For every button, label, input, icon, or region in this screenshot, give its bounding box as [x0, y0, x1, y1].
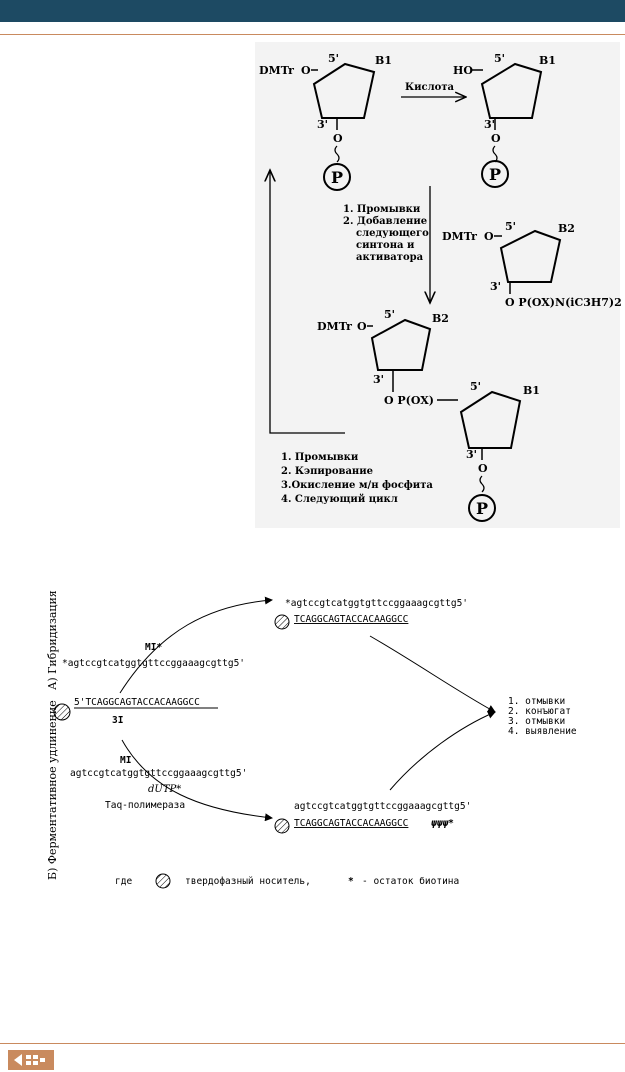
probe-extended: agtccgtcatggtgttccggaaagcgttg5' [294, 801, 471, 812]
wash-add-steps: 1. Промывки 2. Добавление следующего син… [343, 204, 429, 263]
svg-text:5': 5' [328, 52, 339, 65]
svg-text:O: O [491, 132, 501, 145]
to-steps-arrow-top [369, 635, 496, 713]
header-bar [0, 0, 625, 22]
svg-text:B2: B2 [432, 312, 449, 325]
solid-support-icon [274, 614, 290, 630]
return-arrow [270, 170, 345, 434]
svg-text:1. отмывки: 1. отмывки [508, 696, 565, 707]
svg-text:3': 3' [484, 118, 495, 131]
svg-text:5': 5' [470, 380, 481, 393]
svg-text:4. выявление: 4. выявление [508, 726, 577, 737]
svg-text:3.Окисление м/н фосфита: 3.Окисление м/н фосфита [281, 480, 433, 491]
solid-support-icon [53, 703, 71, 721]
svg-text:O: O [478, 462, 488, 475]
svg-text:O: O [357, 320, 367, 333]
svg-text:5': 5' [384, 308, 395, 321]
svg-text:3': 3' [490, 280, 501, 293]
svg-text:активатора: активатора [356, 252, 424, 263]
svg-text:DMTr: DMTr [442, 230, 477, 243]
extension-tail: ψψψ* [431, 818, 454, 829]
oligo-label: 3I [112, 715, 123, 726]
mi-star-label: MI* [145, 642, 162, 653]
probe-biotin-mid: *agtccgtcatggtgttccggaaagcgttg5' [62, 658, 245, 669]
top-rule [0, 34, 625, 35]
svg-text:1. Промывки: 1. Промывки [343, 204, 421, 215]
oligo-top: TCAGGCAGTACCACAAGGCC [294, 614, 408, 625]
polymerase-label: Taq-полимераза [105, 800, 185, 811]
oligo-extended: TCAGGCAGTACCACAAGGCC [294, 818, 408, 829]
svg-text:B1: B1 [523, 384, 540, 397]
section-a-label: А) Гибридизация [46, 590, 59, 690]
svg-text:синтона и: синтона и [356, 240, 415, 251]
amidite-label: O P(OX)N(iC3H7)2 [505, 296, 622, 309]
svg-text:O: O [484, 230, 494, 243]
legend-where: где [115, 876, 132, 887]
sugar-ho-b1: HO 5' B1 3' O P [453, 52, 556, 188]
extension-arrow [121, 739, 273, 822]
svg-text:3. отмывки: 3. отмывки [508, 716, 565, 727]
svg-text:P: P [331, 168, 343, 187]
detection-steps: 1. отмывки 2. конъюгат 3. отмывки 4. выя… [508, 696, 577, 737]
legend-star: * [348, 876, 354, 887]
svg-text:5': 5' [505, 220, 516, 233]
svg-text:P: P [476, 499, 488, 518]
svg-text:B2: B2 [558, 222, 575, 235]
synthesis-cycle-figure [255, 42, 620, 528]
svg-text:3': 3' [466, 448, 477, 461]
svg-text:O: O [333, 132, 343, 145]
svg-text:B1: B1 [539, 54, 556, 67]
svg-text:3': 3' [317, 118, 328, 131]
legend-biotin: - остаток биотина [362, 876, 459, 887]
svg-text:5': 5' [494, 52, 505, 65]
dmtr-label: DMTr [259, 64, 294, 77]
to-steps-arrow-bottom [389, 711, 496, 791]
svg-text:2. конъюгат: 2. конъюгат [508, 706, 571, 717]
svg-text:2. Кэпирование: 2. Кэпирование [281, 466, 373, 477]
svg-text:1. Промывки: 1. Промывки [281, 452, 359, 463]
bottom-rule [0, 1043, 625, 1044]
probe-biotin-top: *agtccgtcatggtgttccggaaagcgttg5' [285, 598, 468, 609]
publisher-logo-icon [8, 1050, 54, 1070]
mi-label: MI [120, 755, 131, 766]
svg-text:2. Добавление: 2. Добавление [343, 216, 427, 227]
solid-support-icon [274, 818, 290, 834]
oligo-start: 5'TCAGGCAGTACCACAAGGCC [74, 697, 200, 708]
sugar-dimer-b1: 5' B1 3' O P [459, 380, 540, 522]
sugar-dmtr-b1: DMTr O 5' B1 3' O P [259, 52, 392, 191]
svg-text:4. Следующий цикл: 4. Следующий цикл [281, 494, 398, 505]
svg-text:B1: B1 [375, 54, 392, 67]
cycle-steps: 1. Промывки 2. Кэпирование 3.Окисление м… [281, 452, 433, 505]
section-b-label: Б) Ферментативное удлинение [46, 700, 59, 880]
dutp-label: dUTP* [148, 784, 181, 795]
solid-support-icon [155, 873, 171, 889]
sugar-dmtr-b2: DMTr O 5' B2 3' O P(OX) [317, 308, 458, 407]
svg-text:3': 3' [373, 373, 384, 386]
phosphite-label: O P(OX) [384, 394, 434, 407]
legend-carrier: твердофазный носитель, [185, 876, 311, 887]
acid-label: Кислота [405, 82, 455, 93]
svg-text:P: P [489, 165, 501, 184]
svg-text:DMTr: DMTr [317, 320, 352, 333]
hybridization-arrow [119, 596, 273, 694]
ho-label: HO [453, 64, 473, 77]
sugar-amidite-b2: DMTr O 5' B2 3' O P(OX)N(iC3H7)2 [442, 220, 622, 309]
probe-plain: agtccgtcatggtgttccggaaagcgttg5' [70, 768, 247, 779]
svg-text:O: O [301, 64, 311, 77]
svg-text:следующего: следующего [356, 228, 429, 239]
